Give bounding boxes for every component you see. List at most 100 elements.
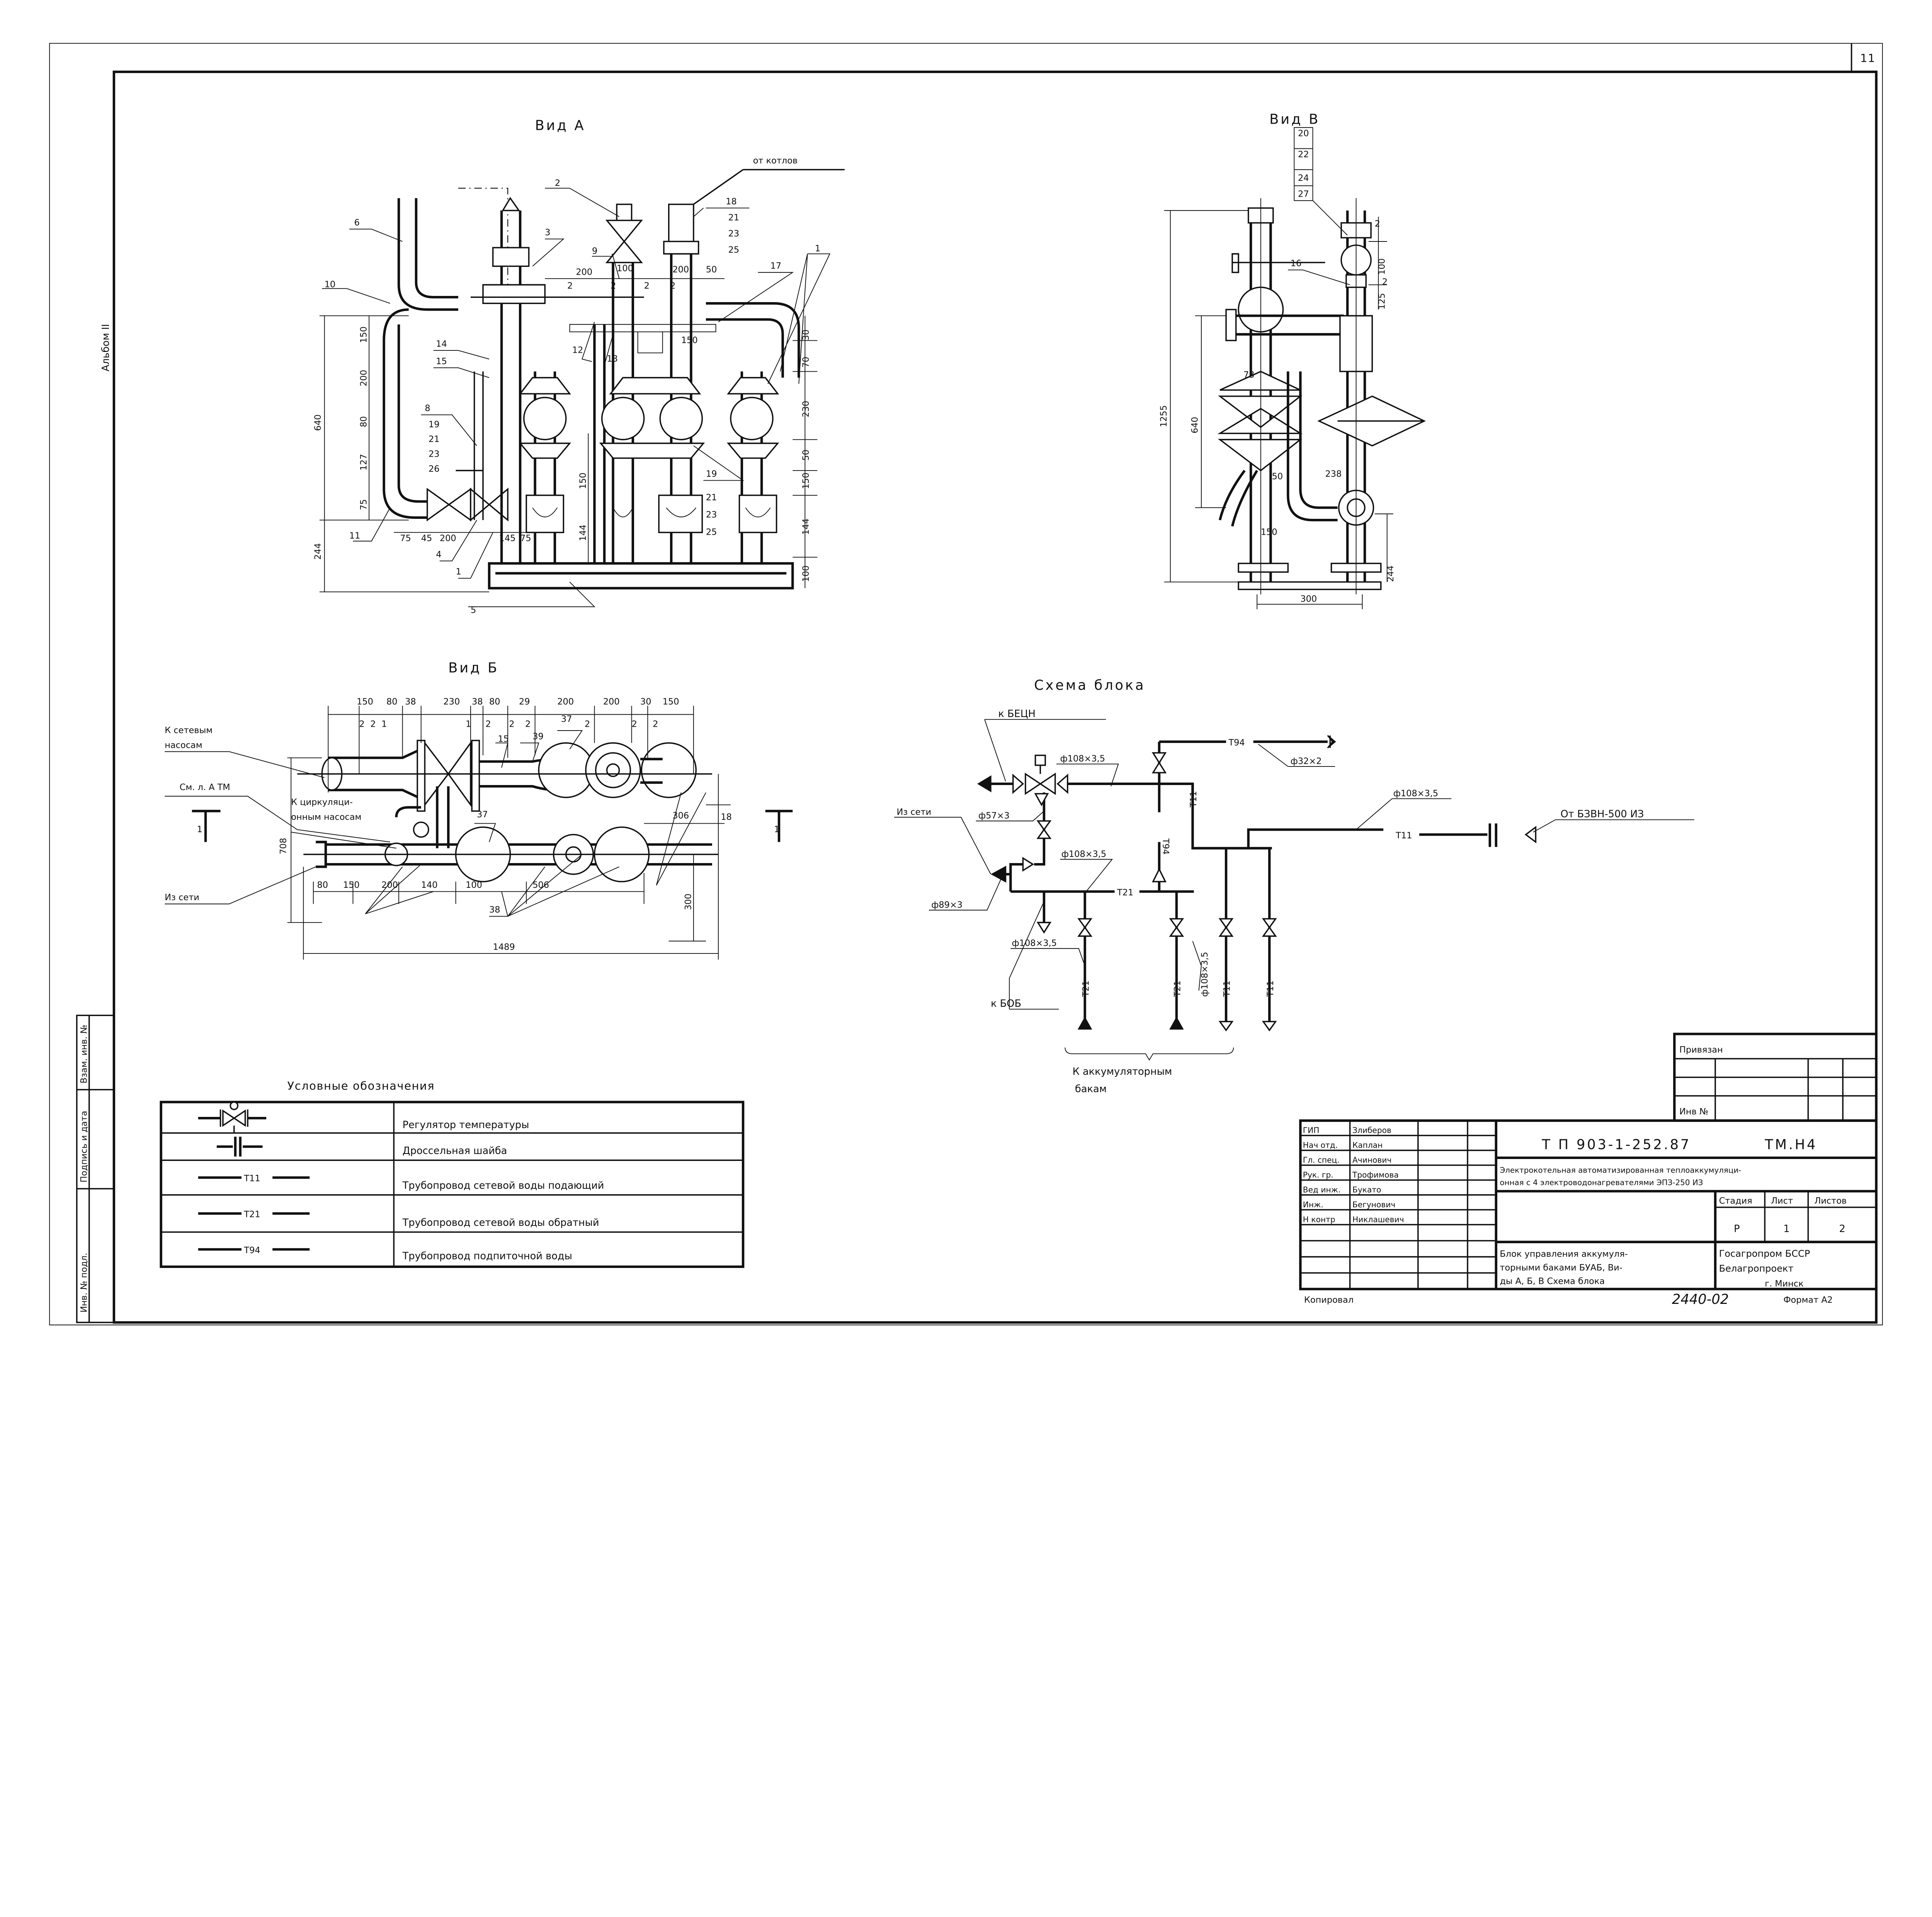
view-a-callout-label: 100 — [617, 263, 633, 274]
drawing-title-2: торными баками БУАБ, Ви- — [1500, 1263, 1622, 1273]
view-b-callout-label: 1 — [381, 719, 387, 729]
d108-vert-label: ф108×3,5 — [1200, 952, 1210, 997]
view-a-callout-label: 150 — [359, 326, 369, 343]
copied-label: Копировал — [1304, 1295, 1354, 1305]
legend-text-regulator: Регулятор температуры — [403, 1119, 529, 1131]
see-sheet-label: См. л. А ТМ — [180, 782, 230, 792]
view-b-callout-label: 2 — [525, 719, 531, 729]
view-a-callout-label: 150 — [578, 472, 588, 489]
sheet-number: 11 — [1860, 51, 1876, 65]
view-b: Вид Б К сетевым насосам См. л. А ТМ К ци… — [165, 660, 793, 960]
archive-number: 2440-02 — [1672, 1292, 1729, 1307]
view-b-callout-label: 2 — [585, 719, 590, 729]
view-b-callout-label: 37 — [477, 809, 488, 819]
view-b-callout-label: 80 — [386, 697, 398, 707]
sheet-frame — [49, 43, 1883, 1326]
view-a-callout-label: 26 — [429, 464, 440, 474]
view-v-callout-label: 1255 — [1159, 405, 1169, 427]
view-v-callout-label: 640 — [1190, 417, 1200, 433]
pipe-t11-v: Т11 — [1189, 791, 1199, 808]
legend-code-t21: Т21 — [243, 1210, 260, 1220]
view-a-callout-label: 80 — [359, 416, 369, 427]
view-a-callout-label: 244 — [313, 543, 323, 560]
d89-label: ф89×3 — [931, 900, 963, 910]
pipe-t21-b: Т21 — [1172, 981, 1182, 997]
staff-role: Н контр — [1303, 1215, 1335, 1224]
view-b-callout-label: 506 — [532, 880, 549, 890]
legend-code-t94: Т94 — [243, 1246, 260, 1256]
view-v: Вид В — [1164, 112, 1426, 609]
view-a-callout-label: 1 — [815, 244, 820, 254]
view-a-callout-label: 6 — [354, 218, 360, 228]
format-label: Формат А2 — [1783, 1295, 1833, 1305]
from-network-label: Из сети — [165, 892, 199, 902]
view-a-callout-label: 12 — [572, 345, 583, 355]
d57-label: ф57×3 — [978, 811, 1010, 821]
pipe-t21-a: Т21 — [1081, 981, 1091, 997]
block-scheme: Схема блока к БЕЦН ф108×3,5 ф32×2 — [894, 677, 1694, 1095]
view-b-callout-label: 38 — [472, 697, 483, 707]
view-b-callout-label: 2 — [632, 719, 637, 729]
album-label: Альбом II — [100, 324, 112, 371]
side-stamp: Инв. № подл. Подпись и дата Взам. инв. № — [76, 1015, 115, 1323]
view-v-callout-label: 244 — [1386, 566, 1396, 582]
to-becn-label: к БЕЦН — [998, 708, 1036, 720]
sheets-label: Листов — [1815, 1196, 1847, 1206]
view-a-callout-label: 2 — [567, 281, 573, 291]
view-b-callout-label: 1 — [466, 719, 471, 729]
view-a-callout-label: 25 — [706, 527, 717, 537]
view-b-callout-label: 29 — [519, 697, 530, 707]
org-1: Госагропром БССР — [1719, 1248, 1810, 1259]
view-b-callout-label: 2 — [509, 719, 514, 729]
view-a-callout-label: 75 — [520, 534, 531, 544]
view-a: Вид А от котлов — [319, 118, 845, 607]
project-title-2: онная с 4 электроводонагревателями ЭПЗ-2… — [1500, 1178, 1703, 1187]
view-b-callout-label: 150 — [663, 697, 679, 707]
pipe-t21-h: Т21 — [1117, 887, 1133, 897]
view-a-callout-label: 200 — [359, 370, 369, 386]
staff-name: Трофимова — [1352, 1170, 1399, 1179]
view-a-callout-label: 75 — [359, 499, 369, 510]
sheet-code: ТМ.Н4 — [1764, 1137, 1817, 1152]
view-b-callout-label: 200 — [557, 697, 574, 707]
legend-title: Условные обозначения — [287, 1079, 435, 1093]
to-circ-pumps-label: К циркуляци- — [291, 797, 353, 807]
from-network-scheme-label: Из сети — [897, 807, 932, 817]
legend-text-t11: Трубопровод сетевой воды подающий — [402, 1180, 604, 1191]
view-b-callout-label: 230 — [443, 697, 460, 707]
view-a-callout-label: 200 — [440, 534, 456, 544]
legend-text-t94: Трубопровод подпиточной воды — [402, 1251, 572, 1262]
view-v-callout-label: 50 — [1272, 471, 1283, 481]
staff-role: ГИП — [1303, 1126, 1320, 1135]
staff-role: Инж. — [1303, 1200, 1323, 1209]
staff-name: Букато — [1352, 1185, 1381, 1195]
view-b-callout-label: 300 — [683, 894, 693, 910]
view-b-callout-label: 150 — [357, 697, 373, 707]
view-b-callout-label: 80 — [317, 880, 328, 890]
drawing-sheet: 11 Альбом II Инв. № подл. Подпись и дата… — [49, 43, 1883, 1326]
view-v-callout-label: 22 — [1298, 150, 1309, 160]
view-a-callout-label: 2 — [611, 281, 616, 291]
view-b-callout-label: 2 — [370, 719, 376, 729]
temperature-regulator-icon — [198, 1101, 267, 1133]
staff-role: Гл. спец. — [1303, 1156, 1340, 1165]
stage-value: Р — [1734, 1223, 1740, 1235]
view-a-callout-label: 25 — [728, 245, 740, 255]
view-a-callout-label: 17 — [770, 261, 782, 271]
staff-name: Злиберов — [1352, 1126, 1391, 1135]
view-b-callout-label: 15 — [498, 734, 509, 744]
view-b-callout-label: 140 — [421, 880, 438, 890]
view-a-callout-label: 144 — [578, 525, 588, 541]
to-circ-pumps-label-2: онным насосам — [291, 812, 361, 822]
view-a-callout-label: 3 — [545, 228, 550, 238]
staff-name: Каплан — [1352, 1140, 1383, 1150]
inv-label: Инв № — [1679, 1107, 1708, 1117]
pipe-t11-h: Т11 — [1395, 831, 1412, 841]
view-a-callout-label: 2 — [644, 281, 650, 291]
view-b-callout-label: 38 — [489, 905, 500, 915]
legend: Условные обозначения Т11 Т21 Т94 Регулят… — [160, 1079, 745, 1268]
pipe-t94-h: Т94 — [1228, 738, 1245, 748]
to-tanks-label: К аккумуляторным — [1073, 1066, 1172, 1077]
stage-label: Стадия — [1719, 1196, 1752, 1206]
view-b-callout-label: 39 — [532, 731, 544, 741]
